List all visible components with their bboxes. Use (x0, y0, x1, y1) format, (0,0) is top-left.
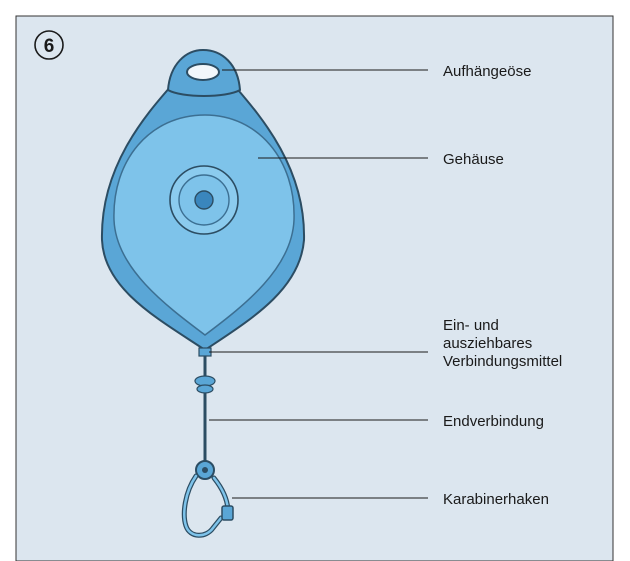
label-eyelet: Aufhängeöse (443, 63, 531, 80)
label-carabiner: Karabinerhaken (443, 491, 549, 508)
carabiner-gate (222, 506, 233, 520)
label-housing: Gehäuse (443, 151, 504, 168)
label-lanyard-line1: Ein- und (443, 317, 499, 334)
label-lanyard-line2: ausziehbares (443, 335, 532, 352)
eyelet-hole (187, 64, 219, 80)
label-end-connection: Endverbindung (443, 413, 544, 430)
stopper-ball-lower (197, 385, 213, 393)
label-lanyard-line3: Verbindungsmittel (443, 353, 562, 370)
hub-center (195, 191, 213, 209)
figure-number: 6 (44, 36, 55, 57)
figure-panel (16, 16, 613, 561)
